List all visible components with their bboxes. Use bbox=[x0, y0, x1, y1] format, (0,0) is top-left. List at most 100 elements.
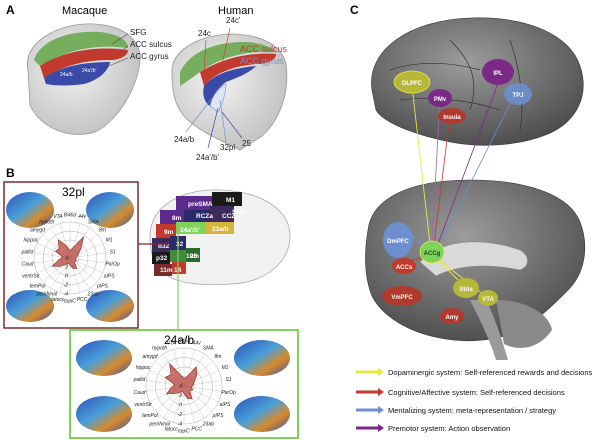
region-vmpfc-label: VmPFC bbox=[391, 295, 413, 301]
top-brain bbox=[371, 17, 584, 146]
bottom-brain bbox=[365, 179, 586, 360]
region-dmpfc-label: DmPFC bbox=[387, 239, 409, 245]
center-region-label: 23a/b bbox=[212, 226, 229, 233]
center-parcellation-brain: preSMA M1 8m SMA RCZa CCZ 9m 24a'/b' 23a/b d32 32 p… bbox=[149, 189, 291, 286]
radar2-axis-label: M1 bbox=[221, 365, 228, 371]
center-region-label: M1 bbox=[226, 197, 235, 204]
radar1-axis-label: S1 bbox=[109, 249, 115, 255]
human-24cp-label: 24c' bbox=[226, 16, 241, 25]
radar1-axis-label: topiC bbox=[64, 299, 76, 305]
region-accg-label: ACCg bbox=[424, 251, 441, 257]
human-acc-sulcus-region bbox=[200, 53, 276, 86]
panel-c-letter: C bbox=[350, 3, 359, 17]
radar2-tick-label: 0 bbox=[179, 403, 182, 409]
radar1-axis-label: aIPS bbox=[104, 273, 116, 279]
region-accs-label: ACCs bbox=[396, 265, 413, 271]
radar1-axis-label: ventrStr bbox=[22, 273, 40, 279]
center-region-label: 8m bbox=[172, 215, 182, 222]
legend-cognitive: Cognitive/Affective system: Self-referen… bbox=[388, 388, 565, 397]
radar1-axis-label: 8/46d bbox=[64, 213, 77, 219]
radar1-tick-label: -4 bbox=[64, 292, 69, 298]
radar2-spoke bbox=[173, 385, 185, 423]
radar2-tick-label: 2 bbox=[178, 393, 182, 399]
panel-c: C DLPFC PMv Ins bbox=[350, 3, 593, 433]
center-region-label: SMA bbox=[232, 209, 247, 216]
center-region-label: d32 bbox=[158, 243, 170, 250]
human-24ab-label: 24a/b bbox=[174, 135, 195, 144]
macaque-title: Macaque bbox=[62, 5, 107, 17]
region-pmv bbox=[428, 89, 452, 107]
region-ipl-label: IPL bbox=[493, 71, 503, 77]
radar1-spoke bbox=[69, 257, 106, 264]
macaque-sfg-region bbox=[34, 31, 128, 66]
center-region-label: preSMA bbox=[188, 201, 213, 208]
region-accg bbox=[419, 240, 445, 264]
radar2-axis-label: temPol bbox=[142, 413, 158, 419]
macaque-acc-sulcus-region bbox=[40, 48, 128, 78]
legend: Dopaminergic system: Self-referenced rew… bbox=[356, 368, 593, 433]
center-region-label: RCZa bbox=[196, 213, 213, 220]
radar2-axis-label: 8/46d bbox=[178, 339, 191, 345]
macaque-sfg-label: SFG bbox=[130, 28, 146, 37]
macaque-acc-sulcus-label: ACC sulcus bbox=[130, 40, 172, 49]
radar1-axis-label: pallid bbox=[21, 249, 34, 255]
center-region-label: CCZ bbox=[222, 213, 235, 220]
radar2-axis-label: PCC bbox=[191, 427, 202, 433]
region-accs bbox=[392, 258, 416, 274]
legend-dopaminergic: Dopaminergic system: Self-referenced rew… bbox=[388, 368, 593, 377]
radar1-tick-label: 2 bbox=[64, 265, 68, 271]
human-sfg-region bbox=[180, 42, 276, 86]
radar2-axis-label: topiC bbox=[178, 429, 190, 435]
region-dlpfc bbox=[393, 70, 431, 94]
human-32pl-label: 32pl bbox=[220, 143, 235, 152]
radar2-series bbox=[164, 362, 198, 400]
radar2-tick-label: -2 bbox=[178, 412, 183, 418]
radar2-axis-label: pIPS bbox=[212, 413, 225, 419]
region-tpj bbox=[504, 83, 532, 105]
radar1-tick-label: 0 bbox=[65, 274, 68, 280]
human-title: Human bbox=[218, 5, 253, 17]
radar2-axis-label: 23ab bbox=[202, 421, 214, 427]
radar2-tick-label: -4 bbox=[178, 422, 183, 428]
panel-a: A Macaque Human SFG ACC sulcus ACC gyrus… bbox=[6, 3, 288, 162]
radar1-axis-label: 44v bbox=[78, 214, 87, 220]
human-brain: 24c 24c' ACC sulcus ACC gyrus 24a/b 32pl… bbox=[171, 16, 288, 162]
radar1-series bbox=[51, 235, 85, 269]
radar2-axis-label: VTA bbox=[167, 340, 177, 346]
radar1-axis-label: temPol bbox=[30, 284, 46, 290]
panel-a-letter: A bbox=[6, 3, 15, 17]
center-region-label: p32 bbox=[156, 255, 168, 262]
macaque-24ab-label: 24a/b bbox=[60, 72, 73, 78]
radar1-tick-label: -2 bbox=[64, 283, 69, 289]
radar2-axis-label: SMA bbox=[203, 346, 215, 352]
radar1-tick-label: 4 bbox=[65, 256, 68, 262]
radar2-axis-label: 44v bbox=[193, 340, 202, 346]
center-region-label: 32 bbox=[176, 241, 184, 248]
radar1-axis-label: ParOp bbox=[105, 262, 120, 268]
radar1-axis-label: hippoc bbox=[24, 238, 39, 244]
region-stria bbox=[453, 278, 479, 298]
macaque-acc-gyrus-region bbox=[44, 62, 110, 86]
region-amy-label: Amy bbox=[445, 315, 459, 321]
macaque-brain: SFG ACC sulcus ACC gyrus 24a/b 24a'/b' bbox=[26, 23, 172, 135]
human-24c-label: 24c bbox=[198, 29, 211, 38]
radar2-axis-label: pallid bbox=[133, 377, 146, 383]
radar2-axis-label: perirhinal bbox=[148, 421, 170, 427]
region-tpj-label: TPJ bbox=[512, 93, 523, 99]
region-pmv-label: PMv bbox=[434, 97, 447, 103]
center-region-label: 24a'/b' bbox=[180, 227, 200, 234]
radar2-axis-label: Caud bbox=[133, 390, 145, 396]
radar2-axis-label: aIPS bbox=[220, 402, 232, 408]
human-acc-sulcus-label: ACC sulcus bbox=[240, 44, 288, 54]
region-stria-label: Stria bbox=[459, 287, 473, 293]
center-region-label: 9m bbox=[164, 229, 174, 236]
radar1-axis-label: pIPS bbox=[96, 284, 109, 290]
region-ipl bbox=[482, 59, 514, 85]
radar2-axis-label: hypoth bbox=[152, 346, 167, 352]
human-acc-gyrus-label: ACC gyrus bbox=[240, 56, 284, 66]
center-region-label: 10m bbox=[186, 253, 199, 260]
